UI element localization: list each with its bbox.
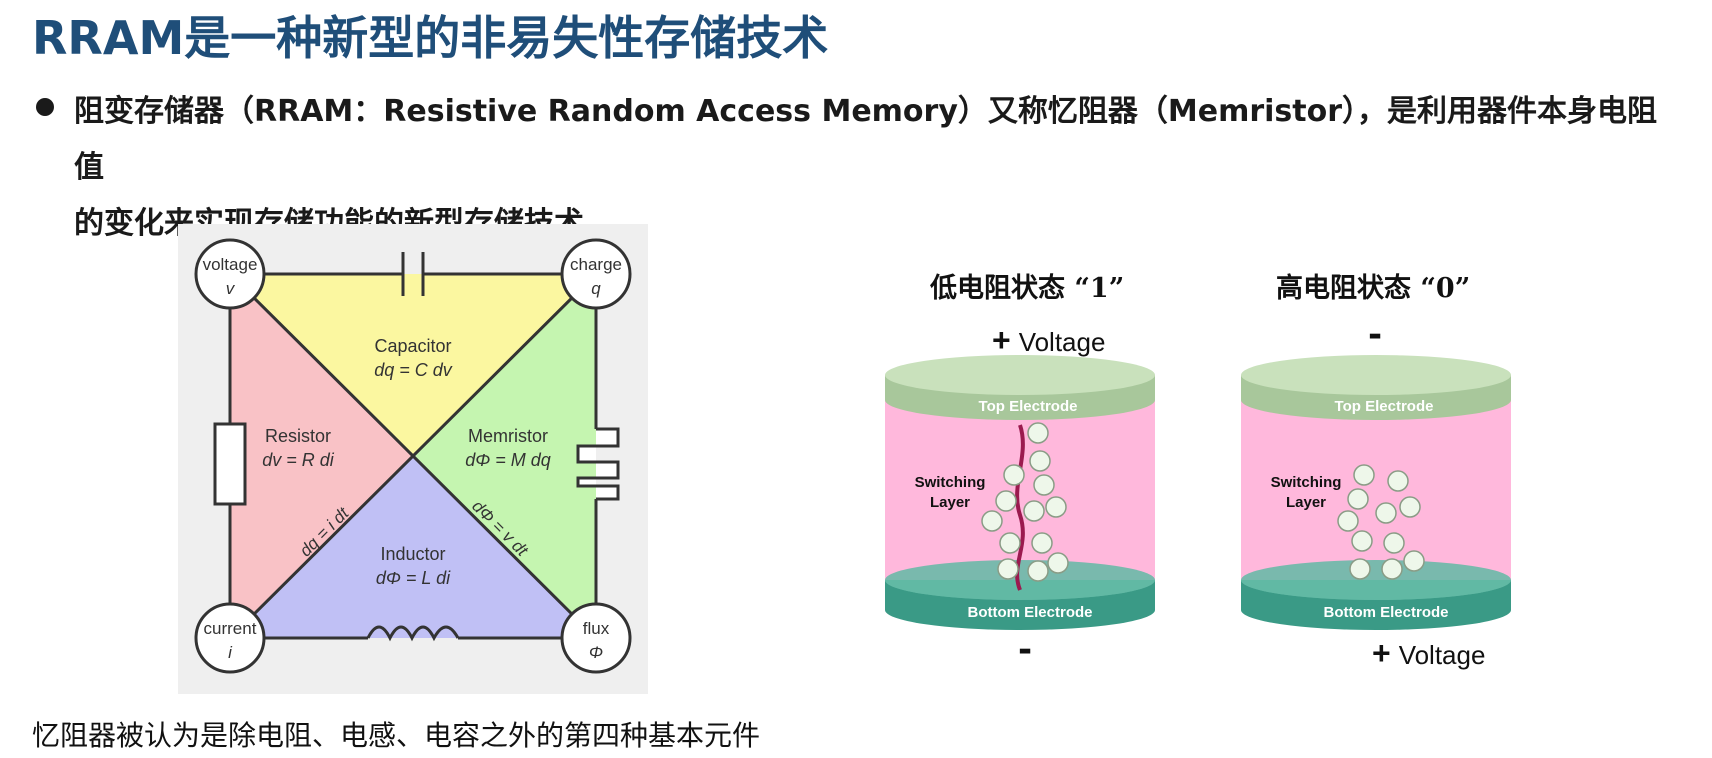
resistor-symbol (213, 422, 247, 506)
top-electrode-top (1241, 355, 1511, 395)
bullet-point: 阻变存储器（RRAM：Resistive Random Access Memor… (36, 84, 1686, 252)
svg-text:voltage: voltage (203, 255, 258, 274)
resistor-equation: dv = R di (262, 450, 335, 470)
resistor-label: Resistor (265, 426, 331, 446)
bottom-electrode-label: Bottom Electrode (1323, 604, 1448, 621)
low-resistance-state-label: 低电阻状态 “1” (930, 273, 1125, 304)
capacitor-label: Capacitor (374, 336, 451, 356)
diagonal-line-b (228, 272, 598, 640)
page-title: RRAM是一种新型的非易失性存储技术 (32, 11, 829, 65)
low-resistance-cell: Top Electrode Bottom Electrode Switching… (885, 355, 1155, 630)
svg-text:q: q (591, 279, 601, 298)
memristor-symbol (576, 427, 620, 501)
low-bottom-minus: - (1018, 630, 1033, 670)
top-electrode-label: Top Electrode (1335, 398, 1434, 415)
resistor-region (230, 274, 413, 638)
svg-text:current: current (204, 619, 257, 638)
switching-layer-body (1241, 400, 1511, 580)
inductor-label: Inductor (380, 544, 445, 564)
node-current: current i (194, 602, 266, 674)
vacancy-particles (981, 422, 1069, 582)
capacitor-equation: dq = C dv (374, 360, 453, 380)
svg-text:charge: charge (570, 255, 622, 274)
caption-text: 忆阻器被认为是除电阻、电感、电容之外的第四种基本元件 (32, 719, 761, 752)
high-resistance-state-label: 高电阻状态 “0” (1276, 273, 1471, 304)
bullet-line-1: 阻变存储器（RRAM：Resistive Random Access Memor… (74, 94, 1658, 185)
memristor-relation-diagram: Capacitor dq = C dv Resistor dv = R di M… (178, 224, 648, 694)
memristor-diagram-svg: Capacitor dq = C dv Resistor dv = R di M… (194, 238, 632, 674)
capacitor-region (230, 274, 596, 456)
low-top-voltage: +Voltage (992, 322, 1105, 359)
memristor-region (413, 274, 596, 638)
inductor-equation: dΦ = L di (376, 568, 451, 588)
svg-text:Φ: Φ (589, 643, 603, 662)
memristor-label: Memristor (468, 426, 548, 446)
plus-sign: + (992, 322, 1011, 358)
memristor-equation: dΦ = M dq (465, 450, 551, 470)
svg-text:flux: flux (583, 619, 610, 638)
switching-layer-label: Switching (915, 474, 986, 491)
voltage-text: Voltage (1018, 327, 1106, 357)
bullet-icon (36, 98, 54, 116)
capacitor-symbol (401, 252, 425, 296)
plus-sign: + (1372, 635, 1391, 671)
svg-text:v: v (226, 279, 236, 298)
switching-layer-label-2: Layer (930, 494, 970, 511)
svg-text:i: i (228, 643, 233, 662)
inductor-region (230, 456, 596, 638)
top-electrode-top (885, 355, 1155, 395)
vacancy-particles (1337, 464, 1425, 580)
node-flux: flux Φ (560, 602, 632, 674)
node-voltage: voltage v (194, 238, 266, 310)
top-electrode-label: Top Electrode (979, 398, 1078, 415)
switching-layer-label: Switching (1271, 474, 1342, 491)
switching-layer-label-2: Layer (1286, 494, 1326, 511)
high-top-minus: - (1368, 315, 1383, 355)
high-resistance-cell: Top Electrode Bottom Electrode Switching… (1241, 355, 1511, 630)
inductor-symbol (366, 625, 460, 642)
voltage-text: Voltage (1398, 640, 1486, 670)
bottom-electrode-label: Bottom Electrode (967, 604, 1092, 621)
bullet-text: 阻变存储器（RRAM：Resistive Random Access Memor… (74, 84, 1686, 252)
high-bottom-voltage: +Voltage (1372, 635, 1485, 672)
node-charge: charge q (560, 238, 632, 310)
